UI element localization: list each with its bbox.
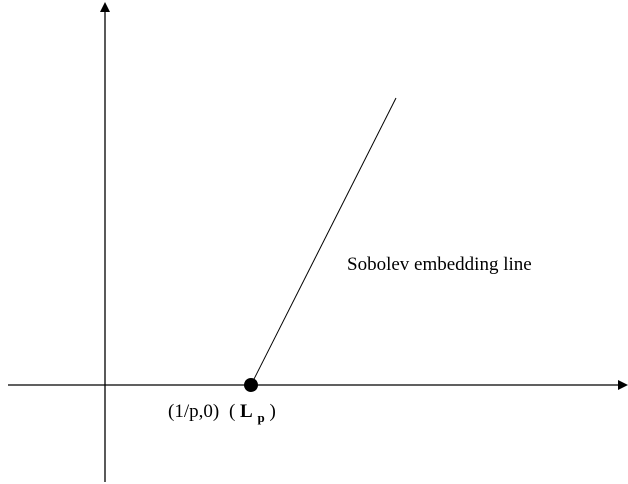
x-axis-arrowhead (618, 380, 628, 390)
point-close-paren: ) (269, 401, 275, 422)
point-subscript: p (257, 410, 264, 425)
point-space-letter: L (240, 401, 253, 422)
sobolev-line-label: Sobolev embedding line (347, 254, 532, 275)
y-axis-arrowhead (100, 2, 110, 12)
lp-point-marker (244, 378, 258, 392)
point-label: (1/p,0) ( L p ) (168, 401, 276, 427)
point-open-paren: ( (229, 401, 235, 422)
sobolev-embedding-line (250, 97, 397, 386)
point-coord-label: (1/p,0) (168, 401, 219, 422)
